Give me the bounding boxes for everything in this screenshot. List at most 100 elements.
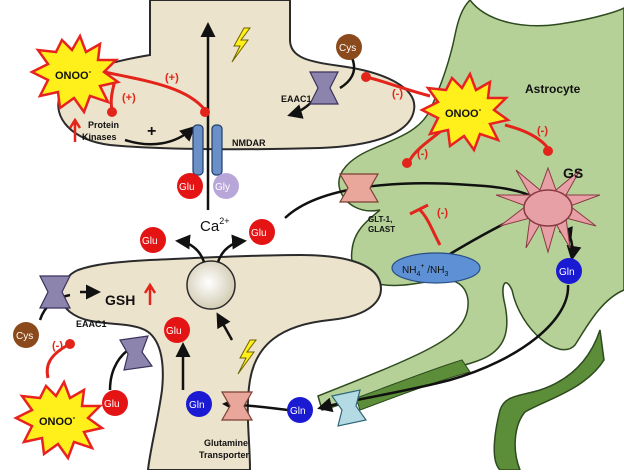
glt1-label-1: GLT-1, [368,215,392,224]
effect-minus-glt1: (-) [417,148,428,160]
effect-plus-kinases: (+) [122,92,136,104]
gln-text: Gln [290,406,306,417]
gsh-up-arrow-icon [143,282,157,305]
molecule-glu-bottom: Glu [102,390,128,416]
gln-text: Gln [189,400,205,411]
nh3-sub: 3 [444,271,448,278]
ammonia-ellipse [391,252,481,284]
onoo-to-gs-end [543,146,553,156]
effect-plus-nmdar: (+) [165,72,179,84]
glu-text: Glu [179,182,195,193]
glutamine-transporter-label-1: Glutamine [204,438,248,448]
onoo-sup: - [73,413,76,422]
gln-circle [186,391,212,417]
onoo-to-eaac1-bottom-line [45,343,69,379]
onoo-text: ONOO [445,108,479,120]
postsynaptic-neuron: EAAC1 Protein Kinases + [57,0,416,151]
onoo-to-gs-line [504,123,550,149]
ammonia-label: NH4+ /NH3 [402,263,448,278]
lightning-icon [231,27,251,63]
nh3-text: /NH [424,265,444,276]
eaac1-top-label: EAAC1 [281,94,312,104]
molecule-glu-inside: Glu [164,317,190,343]
glu-to-vesicle-arrow [216,312,234,341]
glu-text: Glu [142,236,158,247]
glt1-shape [338,173,380,203]
eaac1-bottom-shape [39,275,71,309]
effect-minus-nh: (-) [437,207,448,219]
neuron-bottom-body [60,253,382,471]
cys-circle [336,34,362,60]
protein-kinases-label-1: Protein [88,120,119,130]
astrocyte-body [317,0,624,411]
onoo-to-kinases-end [107,107,117,117]
molecule-gln-inside: Gln [186,391,212,417]
cys-circle [13,322,39,348]
ammonia-pool: NH4+ /NH3 [391,252,481,284]
glu-circle [164,317,190,343]
onoo-to-nmdar-end [200,107,210,117]
onoo-to-eaac1-bottom-end [65,339,75,349]
eaac1-bottom-label: EAAC1 [76,319,107,329]
gsh-label: GSH [105,292,135,308]
gs-label: GS [563,165,583,181]
nh-to-glt1-line [418,208,442,246]
molecule-gln-astro: Gln [556,258,582,284]
ca-sup: 2+ [219,216,229,226]
onoo-text: ONOO [55,70,89,82]
onoo-label: ONOO- [445,105,482,120]
nmdar-label: NMDAR [232,138,266,148]
molecule-gly-nmdar: Gly [213,173,239,199]
eaac1-top-shape [309,71,339,105]
calcium-label: Ca2+ [200,216,229,235]
burst-shape [419,71,512,153]
onoo-to-eaac1-top-end [361,72,371,82]
nh4-sub: 4 [416,271,420,278]
onoo-text: ONOO [39,416,73,428]
astro-gln-exporter [330,389,368,427]
molecule-cys-top: Cys [336,34,362,60]
astro-gln-exporter-shape [330,389,368,427]
molecule-gln-outside: Gln [287,397,313,423]
astrocyte-process [493,329,605,471]
nh4-sup: + [420,263,424,270]
burst-shape [29,33,122,115]
glu-text: Glu [104,399,120,410]
cys-in-top-arrow [339,57,356,90]
onoo-to-eaac1-top-line [369,76,431,98]
vesicle [186,260,236,310]
ca-text: Ca [200,218,220,235]
onoo-to-glt1-end [402,158,412,168]
plus-sign: + [147,123,156,140]
gly-circle [213,173,239,199]
astrocyte-label: Astrocyte [525,82,581,96]
release-arrow-left [175,234,206,263]
gln-circle [556,258,582,284]
onoo-sup: - [89,67,92,76]
protein-kinases-label-2: Kinases [82,132,117,142]
onoo-to-nmdar-line [94,68,207,111]
nmdar-subunit-left [192,124,204,176]
burst-shape [13,379,106,461]
nh-to-glt1-bar [409,203,429,216]
nmdar-receptor: NMDAR [192,124,266,176]
eaac1-transporter-bottom [39,275,71,309]
onoo-sup: - [479,105,482,114]
effect-minus-eaac1-top: (-) [392,88,403,100]
glu-circle [140,227,166,253]
gly-text: Gly [215,182,230,193]
molecule-cys-bottom: Cys [13,322,39,348]
regulation-lines [45,68,553,379]
cys-text: Cys [339,43,356,54]
eaac1-transporter-top [309,71,339,105]
onoo-burst-right: ONOO- [419,71,512,153]
gs-core [523,189,573,227]
onoo-burst-bottom-left: ONOO- [13,379,106,461]
glutamine-transporter [220,391,254,421]
glu-circle [102,390,128,416]
cys-text: Cys [16,331,33,342]
glu-transporter-bottom [119,335,154,371]
glu-text: Glu [166,326,182,337]
